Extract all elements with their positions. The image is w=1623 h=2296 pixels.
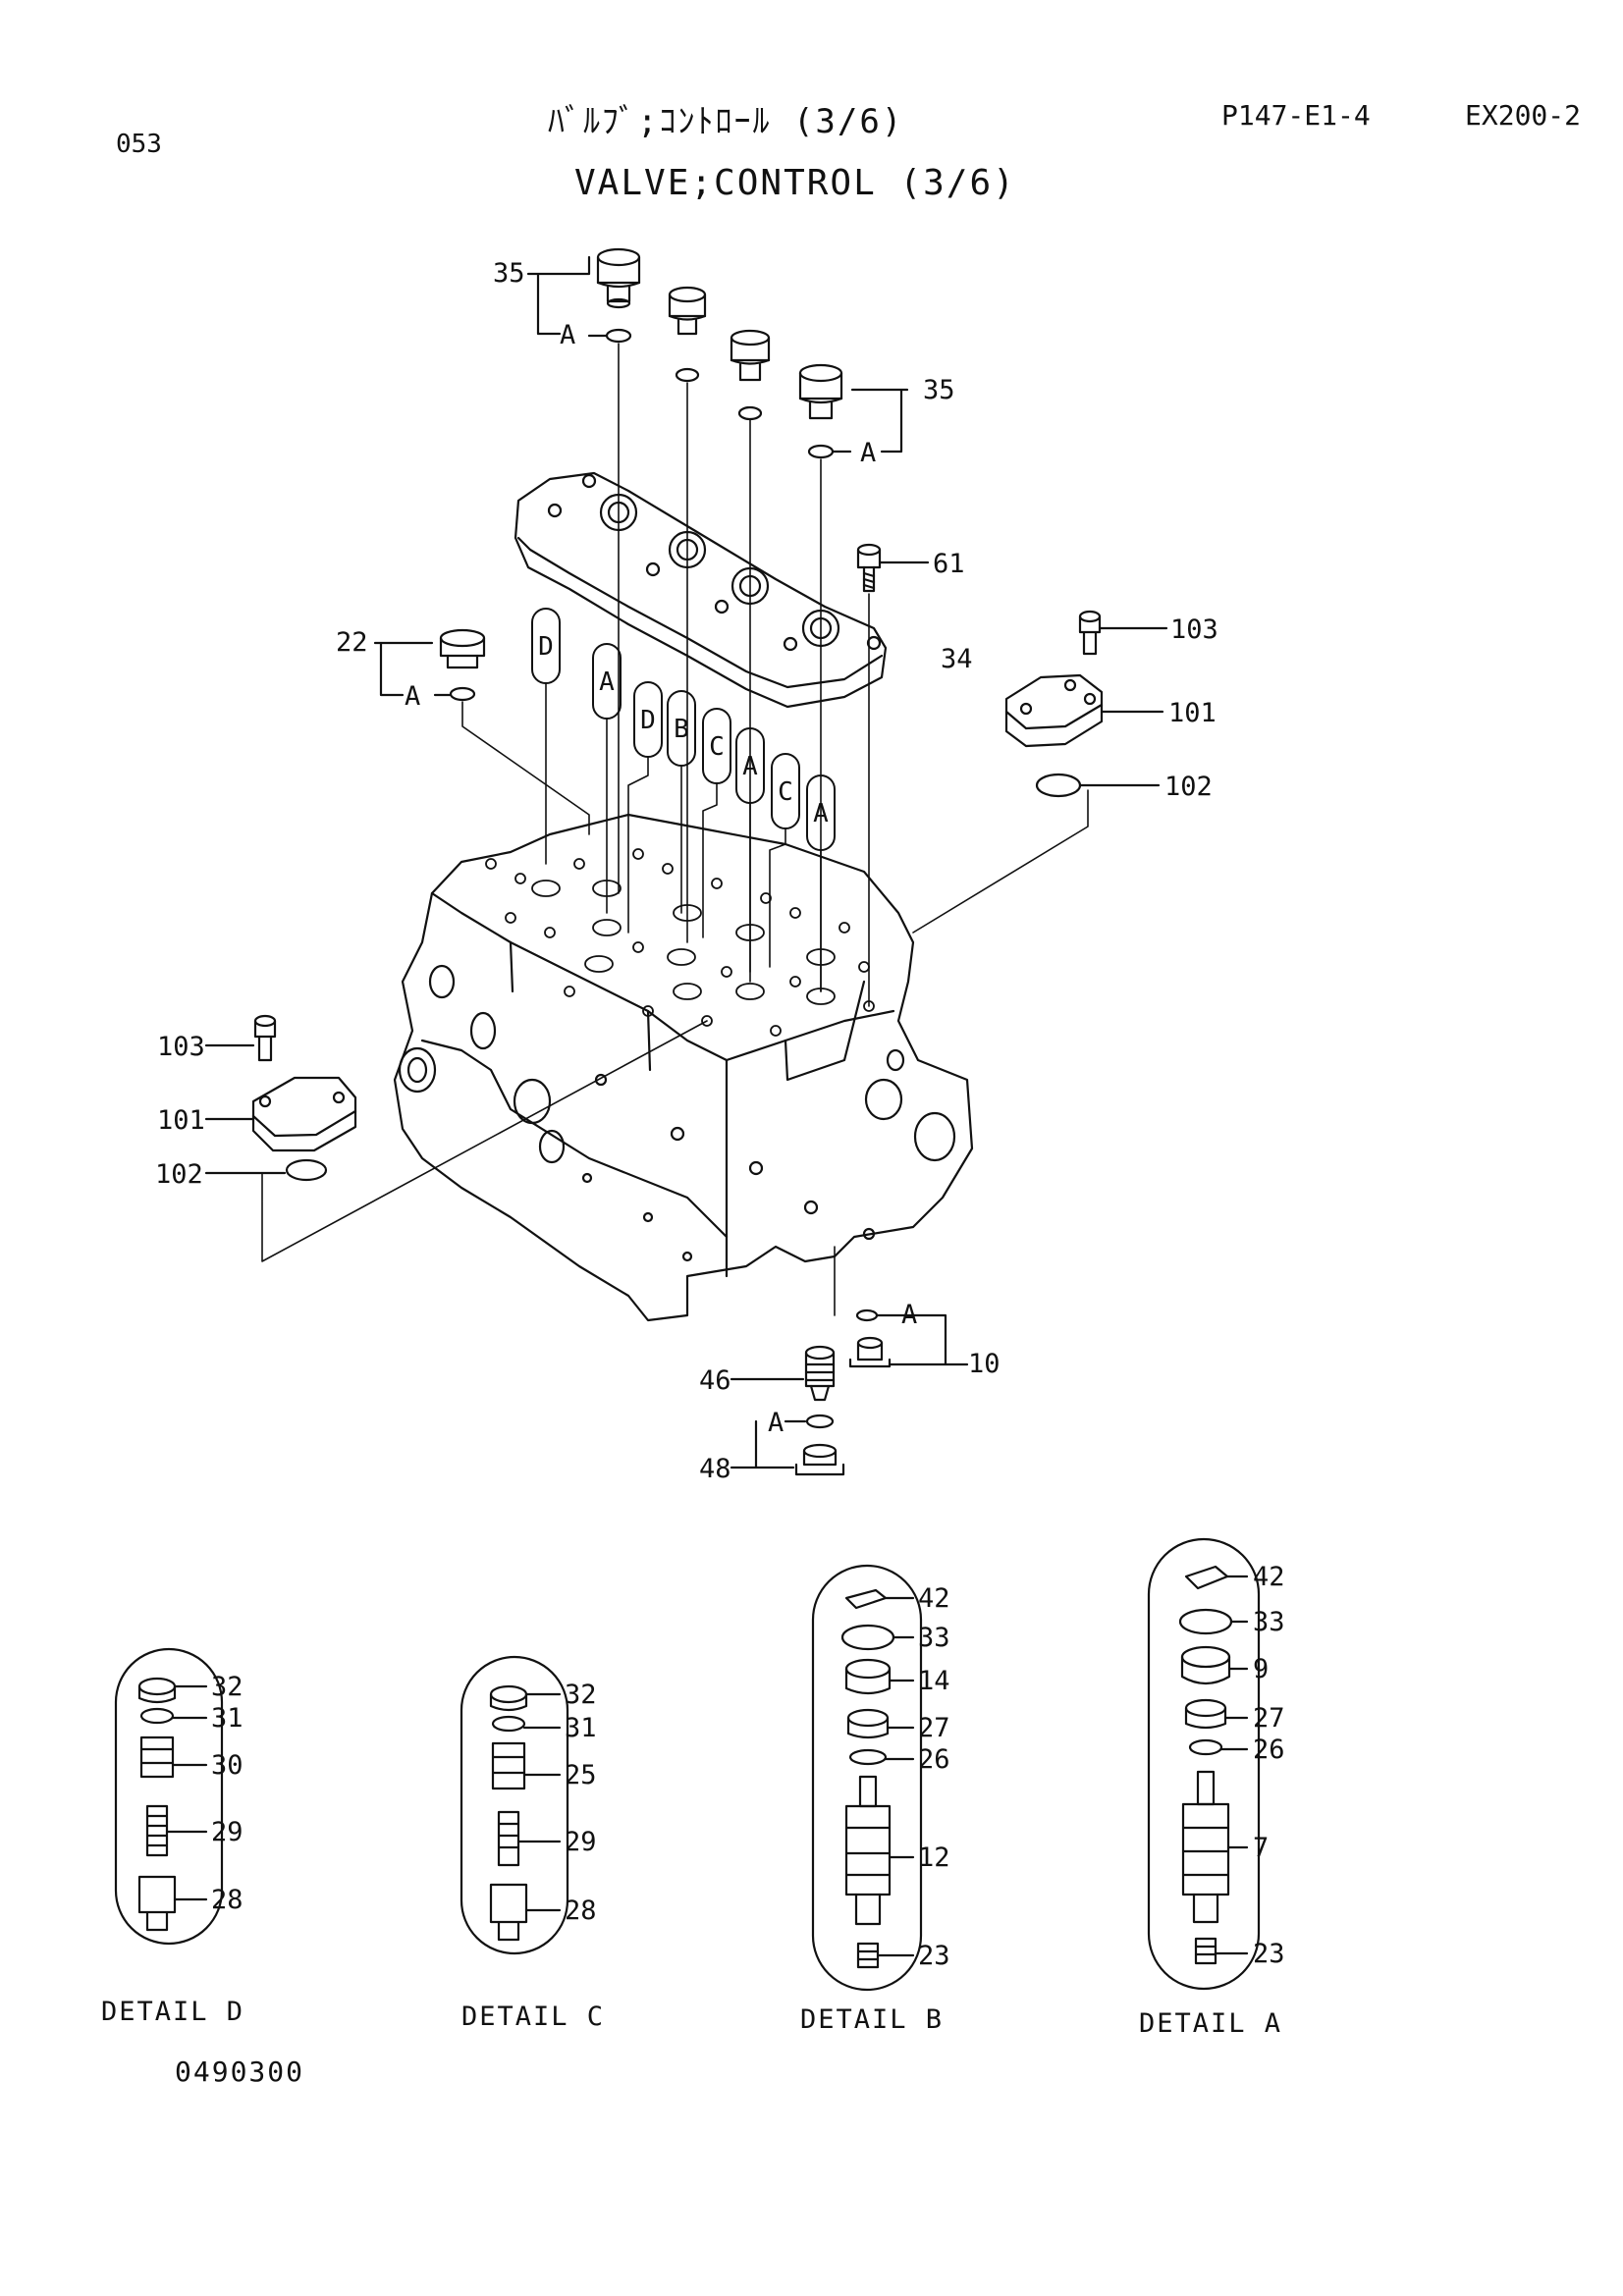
o-ring-icon [805, 1414, 835, 1429]
callout-a: A [901, 1300, 917, 1330]
detail-d-part: 30 [211, 1750, 243, 1781]
flange-101-icon [1004, 673, 1104, 748]
detail-d-part: 28 [211, 1885, 243, 1915]
callout-48: 48 [699, 1454, 731, 1484]
detail-c-label: DETAIL C [461, 2002, 605, 2032]
detail-d-part: 32 [211, 1672, 243, 1702]
spool-tag-label: C [709, 732, 725, 762]
detail-d-group [114, 1647, 224, 1946]
model-code: EX200-2 [1465, 99, 1582, 132]
callout-22: 22 [336, 627, 368, 658]
o-ring-icon [855, 1308, 879, 1322]
detail-b-group [811, 1564, 923, 1992]
detail-b-part: 12 [918, 1842, 950, 1873]
o-ring-icon [449, 686, 476, 702]
page-number: 053 [116, 130, 162, 159]
reference-code: P147-E1-4 [1221, 99, 1371, 132]
o-ring-102-icon [285, 1158, 328, 1182]
callout-103: 103 [1170, 614, 1218, 645]
flange-101-icon [251, 1076, 357, 1152]
callout-103: 103 [157, 1032, 205, 1062]
cover-plate-34 [514, 471, 888, 709]
detail-b-part: 23 [918, 1941, 950, 1971]
plug-35-icon [798, 363, 843, 420]
callout-10: 10 [968, 1349, 1001, 1379]
detail-b-part: 26 [918, 1744, 950, 1775]
detail-a-part: 26 [1253, 1735, 1285, 1765]
valve-body [393, 813, 974, 1322]
callout-61: 61 [933, 549, 965, 579]
detail-c-part: 32 [565, 1680, 597, 1710]
callout-a: A [860, 438, 876, 468]
drawing-number: 0490300 [175, 2056, 305, 2088]
detail-c-group [460, 1655, 569, 1955]
detail-c-part: 28 [565, 1896, 597, 1926]
spool-tag-label: B [674, 715, 689, 744]
spool-tag-label: D [538, 632, 554, 662]
spool-tag-label: A [599, 667, 615, 697]
detail-a-part: 42 [1253, 1562, 1285, 1592]
callout-a: A [768, 1408, 784, 1438]
spool-tag-label: C [778, 777, 793, 807]
title-english: VALVE;CONTROL (3/6) [574, 163, 1016, 203]
callout-a: A [560, 320, 575, 350]
detail-a-part: 27 [1253, 1703, 1285, 1734]
detail-d-part: 29 [211, 1817, 243, 1847]
title-japanese: ﾊﾞﾙﾌﾞ;ｺﾝﾄﾛｰﾙ (3/6) [548, 102, 904, 141]
detail-c-part: 25 [565, 1760, 597, 1790]
detail-d-label: DETAIL D [101, 1997, 244, 2027]
detail-b-part: 14 [918, 1666, 950, 1696]
detail-b-part: 33 [918, 1623, 950, 1653]
plug-22-icon [439, 628, 486, 669]
o-ring-icon [605, 328, 632, 344]
callout-a: A [405, 681, 420, 712]
detail-a-part: 7 [1253, 1833, 1269, 1863]
callout-102: 102 [155, 1159, 203, 1190]
detail-a-group [1147, 1537, 1261, 1991]
callout-101: 101 [1168, 698, 1217, 728]
callout-102: 102 [1164, 772, 1213, 802]
callout-34: 34 [941, 644, 973, 674]
assembly-lines [261, 343, 1089, 1316]
plug-48-icon [794, 1443, 845, 1476]
detail-c-part: 29 [565, 1827, 597, 1857]
o-ring-icon [675, 367, 700, 383]
detail-b-part: 27 [918, 1713, 950, 1743]
relief-valve-46-icon [804, 1345, 836, 1402]
detail-b-part: 42 [918, 1583, 950, 1614]
detail-b-label: DETAIL B [800, 2004, 944, 2035]
bolt-103-icon [253, 1014, 277, 1062]
bolt-103-icon [1078, 610, 1102, 656]
o-ring-102-icon [1035, 773, 1082, 798]
detail-a-part: 23 [1253, 1939, 1285, 1969]
detail-a-part: 33 [1253, 1607, 1285, 1637]
plug-10-icon [848, 1336, 892, 1368]
bolt-61-icon [856, 543, 882, 593]
detail-a-label: DETAIL A [1139, 2008, 1282, 2039]
callout-46: 46 [699, 1365, 731, 1396]
plug-35-icon [730, 329, 771, 382]
plug-35-icon [596, 247, 641, 309]
spool-tag-label: D [640, 706, 656, 735]
o-ring-icon [737, 405, 763, 421]
callout-35: 35 [923, 375, 955, 405]
o-ring-icon [807, 444, 835, 459]
detail-a-part: 9 [1253, 1654, 1269, 1684]
detail-c-part: 31 [565, 1713, 597, 1743]
callout-101: 101 [157, 1105, 205, 1136]
plug-35-icon [668, 286, 707, 336]
callout-35: 35 [493, 258, 525, 289]
detail-d-part: 31 [211, 1703, 243, 1734]
